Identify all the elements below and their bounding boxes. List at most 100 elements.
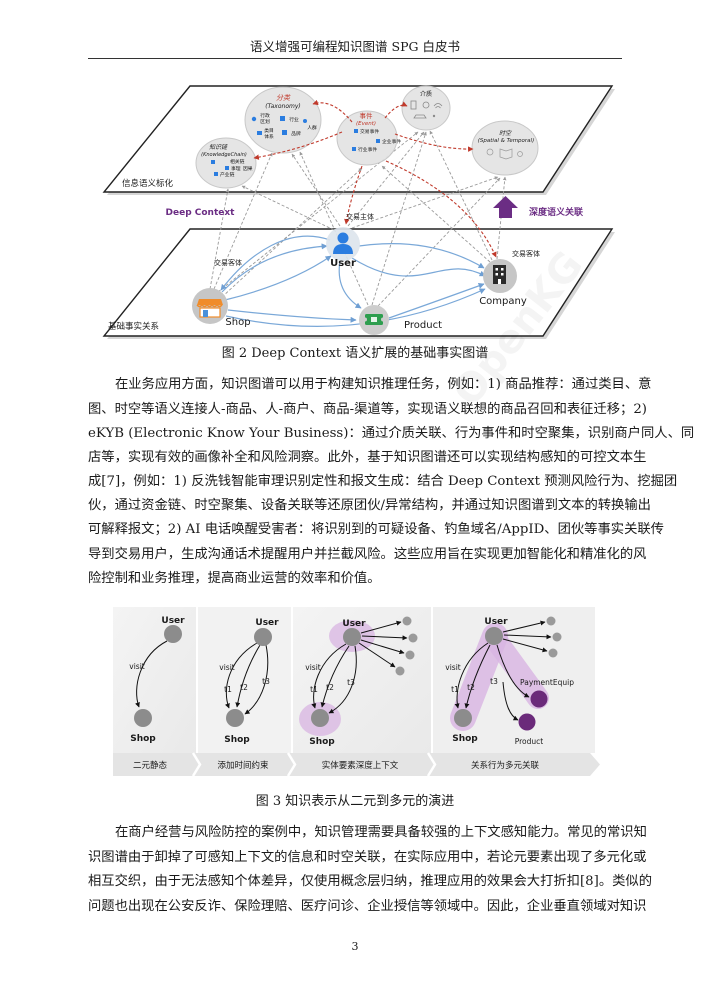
t3-label: t3	[262, 677, 270, 686]
visit-label: visit	[129, 662, 145, 671]
company-role-label: 交易客体	[512, 249, 540, 258]
body-line: 图、时空等语义连接人-商品、人-商户、商品-渠道等，实现语义联想的商品召回和表征…	[88, 402, 647, 417]
body-line: 在业务应用方面，知识图谱可以用于构建知识推理任务，例如：1) 商品推荐：通过类目…	[115, 377, 652, 392]
clock-icon	[486, 148, 494, 156]
event-subtitle: (Event)	[356, 121, 376, 127]
medium-title: 介质	[420, 90, 432, 98]
body-line: 在商户经营与风险防控的案例中，知识管理需要具备较强的上下文感知能力。常见的常识知	[115, 825, 647, 840]
page-number: 3	[351, 940, 359, 953]
panel-label: 二元静态	[133, 760, 168, 771]
up-arrow-icon	[493, 196, 518, 218]
company-label: Company	[479, 296, 527, 307]
industry-event-icon	[352, 147, 356, 151]
grid-icon	[280, 116, 285, 121]
taxonomy-item: 品牌	[291, 130, 301, 137]
spatial-subtitle: (Spatial & Temporal)	[478, 138, 534, 144]
knowledge-chain-item: 相关链	[230, 158, 245, 165]
shop-node	[311, 709, 329, 727]
user-icon	[333, 232, 353, 254]
figure-2-diagram: 信息语义标化 基础事实关系 分类 (Taxonomy) 行政 区划 行业	[102, 85, 615, 339]
user-node: User	[326, 227, 360, 269]
context-node	[548, 648, 558, 658]
deep-context-label: Deep Context	[166, 208, 236, 218]
panel-label: 添加时间约束	[217, 760, 269, 771]
product-label: Product	[515, 737, 544, 746]
company-node: Company	[479, 259, 527, 307]
t1-label: t1	[224, 685, 232, 694]
body-line: 可解释报文；2) AI 电话唤醒受害者：将识别到的可疑设备、钓鱼域名/AppID…	[88, 522, 664, 537]
body-line: eKYB (Electronic Know Your Business)：通过介…	[88, 426, 695, 441]
product-node	[518, 713, 536, 731]
event-node: 事件 (Event) 交易事件 企业事件 行业事件	[336, 110, 401, 166]
cause-icon	[225, 166, 229, 170]
medium-node: 介质	[401, 85, 451, 131]
context-node	[546, 616, 556, 626]
lower-plane	[102, 228, 614, 337]
spatial-title: 时空	[499, 129, 512, 137]
t3-label: t3	[347, 678, 355, 687]
body-line: 问题也出现在公安反诈、保险理赔、医疗问诊、企业授信等领域中。因此，企业垂直领域对…	[88, 899, 647, 914]
event-title: 事件	[360, 111, 374, 120]
body-line: 成[7]，例如：1) 反洗钱智能审理识别定性和报文生成：结合 Deep Cont…	[88, 474, 678, 489]
t2-label: t2	[240, 683, 248, 692]
building-icon	[282, 130, 287, 135]
event-item: 交易事件	[360, 128, 379, 135]
payment-equip-node	[530, 690, 548, 708]
body-line: 伙，通过资金链、时空聚集、设备关联等还原团伙/异常结构，并通过知识图谱到文本的转…	[88, 498, 651, 513]
t2-label: t2	[326, 683, 334, 692]
product-node: Product	[359, 305, 442, 335]
t1-label: t1	[310, 685, 318, 694]
knowledge-chain-item: 事理	[231, 165, 241, 172]
user-label: User	[161, 616, 185, 626]
shop-label: Shop	[224, 735, 250, 745]
shop-role-label: 交易客体	[214, 258, 242, 267]
knowledge-chain-title: 知识链	[209, 143, 228, 151]
product-label: Product	[404, 320, 442, 331]
map-icon	[499, 148, 513, 160]
building-icon	[493, 265, 506, 284]
taxonomy-node: 分类 (Taxonomy) 行政 区划 行业 人群 类目 体系 品牌	[244, 86, 322, 154]
evolution-banner	[113, 753, 600, 776]
knowledge-chain-subtitle: (KnowledgeChain)	[201, 152, 247, 158]
deep-semantic-label: 深度语义关联	[529, 206, 584, 218]
event-item: 行业事件	[358, 146, 377, 153]
relation-band	[485, 629, 549, 709]
shop-node	[454, 709, 472, 727]
list-icon	[257, 131, 262, 135]
figure-3-diagram: 二元静态 添加时间约束 实体要素深度上下文 关系行为多元关联 User Shop…	[113, 607, 600, 777]
wifi-icon	[433, 103, 443, 109]
lower-plane-label: 基础事实关系	[108, 321, 159, 332]
ticket-icon	[363, 314, 385, 325]
context-node	[395, 666, 405, 676]
running-header: 语义增强可编程知识图谱 SPG 白皮书	[250, 39, 460, 54]
taxonomy-item: 人群	[307, 124, 317, 131]
taxonomy-title: 分类	[276, 94, 291, 102]
phone-icon	[410, 100, 417, 110]
body-line: 导到交易用户，生成沟通话术提醒用户并拦截风险。这些应用旨在实现更加智能化和精准化…	[88, 547, 647, 562]
taxonomy-item: 行政	[260, 112, 270, 119]
visit-label: visit	[219, 663, 235, 672]
visit-label: visit	[445, 663, 461, 672]
shop-node	[226, 709, 244, 727]
company-event-icon	[376, 139, 380, 143]
panel-4-graph: User Shop PaymentEquip Product visit t1 …	[445, 616, 574, 746]
t2-label: t2	[467, 683, 475, 692]
panel-time-constraint	[197, 607, 292, 753]
body-line: 店等，实现有效的画像补全和风险洞察。此外，基于知识图谱还可以实现结构感知的可控文…	[88, 450, 647, 465]
taxonomy-item: 行业	[289, 116, 299, 123]
more-icon	[432, 114, 436, 118]
context-node	[405, 650, 415, 660]
laptop-icon	[413, 114, 427, 119]
card-icon	[422, 101, 430, 109]
user-node	[485, 627, 503, 645]
trade-event-icon	[354, 129, 358, 133]
body-line: 相互交织，由于无法感知个体差异，仅使用概念层归纳，推理应用的效果会大打折扣[8]…	[88, 874, 653, 889]
taxonomy-subtitle: (Taxonomy)	[265, 103, 300, 110]
taxonomy-item: 类目	[264, 127, 274, 134]
panel-1-graph: User Shop visit	[129, 616, 185, 744]
user-node	[254, 628, 272, 646]
panel-binary-static	[113, 607, 197, 753]
user-label: User	[484, 617, 508, 627]
taxonomy-icons	[251, 116, 307, 135]
shop-label: Shop	[130, 734, 156, 744]
